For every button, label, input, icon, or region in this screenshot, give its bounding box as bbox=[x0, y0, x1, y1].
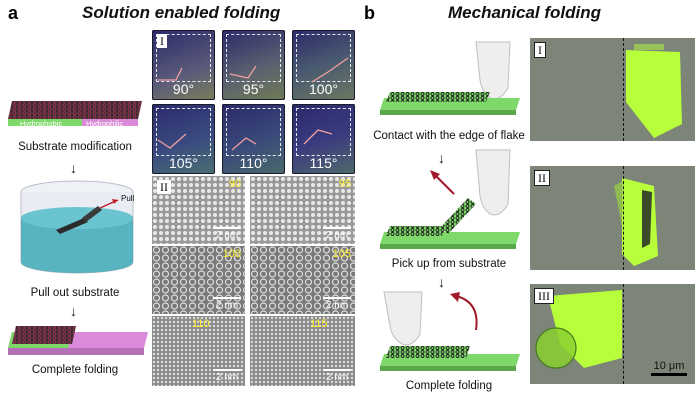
step-substrate-modification: Substrate modification bbox=[18, 141, 132, 153]
tem-image-100: 100 2 nm bbox=[152, 246, 245, 314]
step-contact-edge: Contact with the edge of flake bbox=[373, 130, 525, 142]
down-arrow-icon: ↓ bbox=[70, 303, 77, 319]
photo-angle: 100° bbox=[309, 81, 338, 97]
tem-angle: 95 bbox=[338, 178, 351, 190]
down-arrow-icon: ↓ bbox=[438, 150, 445, 166]
panel-b-title: Mechanical folding bbox=[448, 3, 602, 22]
tem-scale-bar: 2 nm bbox=[213, 297, 241, 311]
photo-angle: 95° bbox=[242, 81, 265, 97]
photo-angle: 90° bbox=[172, 81, 195, 97]
substrate-schematic bbox=[8, 101, 142, 126]
tem-image-95: 95 2 nm bbox=[250, 176, 355, 244]
micrograph-iii: III 10 μm bbox=[530, 284, 695, 384]
step-pick-up: Pick up from substrate bbox=[391, 258, 507, 270]
tem-scale-bar: 2 nm bbox=[213, 369, 241, 383]
beaker-schematic bbox=[20, 180, 134, 274]
step-complete-folding-a: Complete folding bbox=[31, 364, 119, 376]
scale-bar-label: 10 μm bbox=[653, 360, 685, 372]
step-complete-folding-b: Complete folding bbox=[405, 380, 493, 392]
micrograph-i: I bbox=[530, 38, 695, 141]
tem-scale-bar: 2 nm bbox=[323, 369, 351, 383]
hydrophilic-label: Hydrophilic bbox=[86, 119, 124, 128]
panel-a-letter: a bbox=[8, 3, 19, 23]
photo-angle: 115° bbox=[309, 155, 338, 171]
tip-contact-schematic bbox=[380, 41, 520, 115]
tem-image-105: 105 2 nm bbox=[250, 246, 355, 314]
photo-angle: 110° bbox=[239, 155, 268, 171]
photo-115: 115° bbox=[292, 104, 355, 174]
tem-scale-bar: 2 nm bbox=[213, 227, 241, 241]
micrograph-i-label: I bbox=[534, 42, 546, 58]
pull-label: Pull bbox=[121, 194, 135, 203]
hydrophobic-label: Hydrophobic bbox=[20, 119, 63, 128]
tem-angle: 115 bbox=[310, 318, 328, 330]
photo-105: 105° bbox=[152, 104, 215, 174]
pick-up-schematic bbox=[380, 149, 520, 249]
tem-scale-bar: 2 nm bbox=[323, 297, 351, 311]
photo-100: 100° bbox=[292, 30, 355, 100]
micrograph-iii-label: III bbox=[534, 288, 554, 304]
micrograph-ii-label: II bbox=[534, 170, 550, 186]
photo-110: 110° bbox=[222, 104, 285, 174]
photo-angle: 105° bbox=[169, 155, 198, 171]
section-ii-label: II bbox=[157, 180, 171, 194]
section-i-label: I bbox=[157, 34, 167, 48]
photo-95: 95° bbox=[222, 30, 285, 100]
step-pull-out-substrate: Pull out substrate bbox=[30, 287, 120, 299]
tem-image-110: 110 2 nm bbox=[152, 316, 245, 386]
panel-a-title: Solution enabled folding bbox=[82, 3, 281, 22]
tem-scale-bar: 2 nm bbox=[323, 227, 351, 241]
folded-schematic bbox=[8, 326, 148, 355]
scale-bar: 10 μm bbox=[651, 360, 687, 376]
panel-b-letter: b bbox=[364, 3, 375, 23]
tem-image-115: 115 2 nm bbox=[250, 316, 355, 386]
down-arrow-icon: ↓ bbox=[70, 160, 77, 176]
tem-angle: 90 bbox=[228, 178, 241, 190]
down-arrow-icon: ↓ bbox=[438, 274, 445, 290]
micrograph-ii: II bbox=[530, 166, 695, 270]
tem-angle: 100 bbox=[222, 248, 241, 260]
tem-angle: 110 bbox=[192, 318, 210, 330]
tem-angle: 105 bbox=[332, 248, 351, 260]
complete-folding-schematic bbox=[380, 291, 520, 371]
